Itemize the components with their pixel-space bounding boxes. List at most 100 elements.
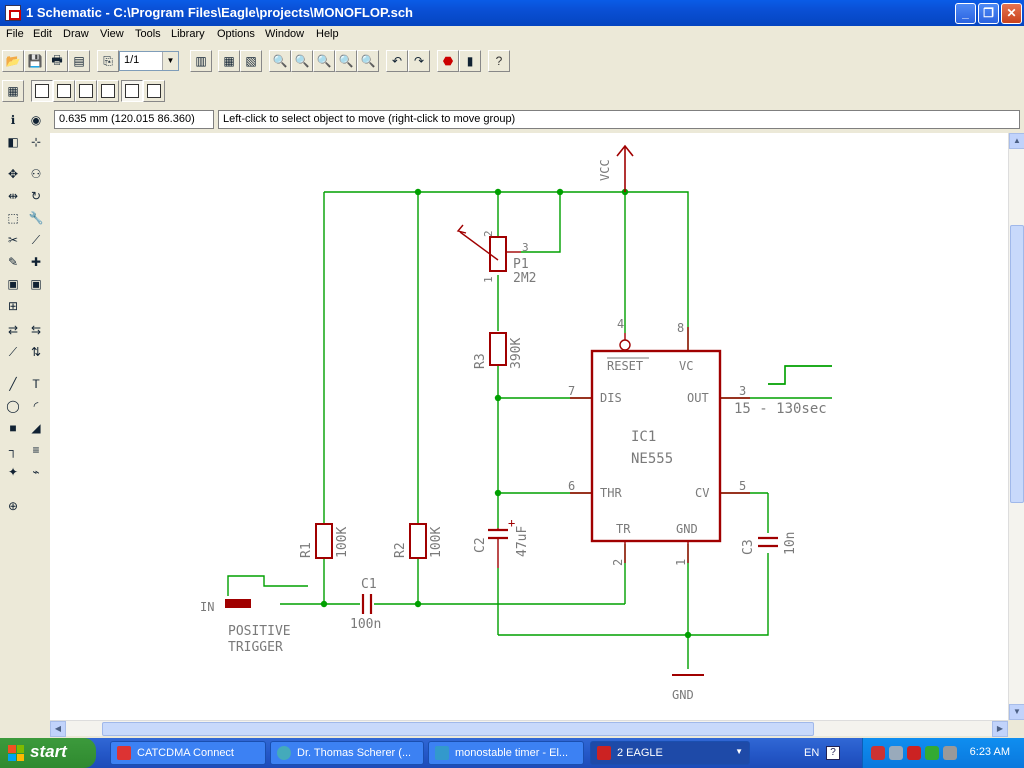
c2-body[interactable]: [488, 528, 508, 540]
layer-icon[interactable]: [121, 80, 143, 102]
update-icon[interactable]: [925, 746, 939, 760]
junction-icon[interactable]: ✦: [7, 465, 19, 479]
scroll-down-icon[interactable]: ▼: [1009, 704, 1024, 720]
r2-body[interactable]: [409, 523, 427, 559]
volume-icon[interactable]: [943, 746, 957, 760]
smash-icon[interactable]: ⊞: [7, 299, 19, 313]
display-icon[interactable]: [889, 746, 903, 760]
vertical-scroll-thumb[interactable]: [1010, 225, 1024, 503]
ulp-icon[interactable]: ▧: [240, 50, 262, 72]
value-icon[interactable]: ▣: [30, 277, 42, 291]
layer-icon[interactable]: [97, 80, 119, 102]
menu-library[interactable]: Library: [171, 28, 205, 40]
pinswap-icon[interactable]: ⇄: [7, 323, 19, 337]
zoom-fit-icon[interactable]: 🔍: [269, 50, 291, 72]
layer-icon[interactable]: [31, 80, 53, 102]
script-icon[interactable]: ▦: [218, 50, 240, 72]
stop-icon[interactable]: ⬣: [437, 50, 459, 72]
net-icon[interactable]: ≡: [32, 443, 40, 457]
gateswap-icon[interactable]: ⇆: [30, 323, 42, 337]
maximize-button[interactable]: ❐: [978, 3, 999, 24]
help-icon[interactable]: ?: [826, 746, 840, 760]
grid-icon[interactable]: ▦: [2, 80, 24, 102]
display-icon[interactable]: ◧: [7, 135, 19, 149]
redo-icon[interactable]: ↷: [408, 50, 430, 72]
save-icon[interactable]: 💾: [24, 50, 46, 72]
rotate-icon[interactable]: ↻: [30, 189, 42, 203]
arc-icon[interactable]: ◜: [33, 399, 39, 413]
open-icon[interactable]: 📂: [2, 50, 24, 72]
move-icon[interactable]: ✥: [7, 167, 19, 181]
board-icon[interactable]: ▥: [190, 50, 212, 72]
sheet-icon[interactable]: ⎘: [97, 50, 119, 72]
p1-body[interactable]: [489, 236, 507, 272]
menu-edit[interactable]: Edit: [33, 28, 52, 40]
zoom-in-icon[interactable]: 🔍: [291, 50, 313, 72]
menu-options[interactable]: Options: [217, 28, 255, 40]
r3-body[interactable]: [489, 332, 507, 366]
c1-body[interactable]: [361, 594, 373, 614]
name-icon[interactable]: ▣: [7, 277, 19, 291]
menu-tools[interactable]: Tools: [135, 28, 161, 40]
layer-icon[interactable]: [53, 80, 75, 102]
eagle-app-icon[interactable]: [5, 5, 21, 21]
task-messenger[interactable]: Dr. Thomas Scherer (...: [270, 741, 424, 765]
scroll-right-icon[interactable]: ▶: [992, 721, 1008, 737]
close-button[interactable]: ✕: [1001, 3, 1022, 24]
ic1-body[interactable]: [590, 349, 722, 543]
horizontal-scrollbar[interactable]: ◀ ▶: [50, 720, 1008, 737]
wire-icon[interactable]: ╱: [9, 377, 17, 391]
menu-file[interactable]: File: [6, 28, 24, 40]
undo-icon[interactable]: ↶: [386, 50, 408, 72]
zoom-out-icon[interactable]: 🔍: [313, 50, 335, 72]
task-eagle[interactable]: 2 EAGLE ▼: [590, 741, 750, 765]
task-browser[interactable]: monostable timer - El...: [428, 741, 584, 765]
r1-body[interactable]: [315, 523, 333, 559]
vcc-symbol[interactable]: [616, 144, 634, 192]
cam-processor-icon[interactable]: ▤: [68, 50, 90, 72]
go-icon[interactable]: ▮: [459, 50, 481, 72]
sheet-select[interactable]: 1/1 ▼: [119, 51, 179, 71]
delete-icon[interactable]: ✎: [7, 255, 19, 269]
zoom-select-icon[interactable]: 🔍: [357, 50, 379, 72]
text-icon[interactable]: T: [32, 377, 40, 391]
scroll-left-icon[interactable]: ◀: [50, 721, 66, 737]
task-catcdma[interactable]: CATCDMA Connect: [110, 741, 266, 765]
scroll-up-icon[interactable]: ▲: [1009, 133, 1024, 149]
circle-icon[interactable]: ◯: [6, 399, 20, 413]
mark-icon[interactable]: ⊹: [30, 135, 42, 149]
c3-body[interactable]: [758, 536, 778, 548]
redraw-icon[interactable]: 🔍: [335, 50, 357, 72]
schematic-canvas[interactable]: VCC GND IN POSITIVE TRIGGER 15 - 130sec …: [50, 133, 1008, 720]
change-icon[interactable]: 🔧: [28, 211, 44, 225]
label-icon[interactable]: ⌁: [32, 465, 40, 479]
rectangle-icon[interactable]: ■: [9, 421, 17, 435]
split-icon[interactable]: ⟋: [8, 344, 18, 359]
security-icon[interactable]: [907, 746, 921, 760]
paste-icon[interactable]: ⟋: [31, 232, 41, 247]
network-icon[interactable]: [871, 746, 885, 760]
copy-icon[interactable]: ⚇: [30, 167, 42, 181]
menu-help[interactable]: Help: [316, 28, 339, 40]
menu-window[interactable]: Window: [265, 28, 305, 40]
horizontal-scroll-thumb[interactable]: [102, 722, 814, 736]
polygon-icon[interactable]: ◢: [31, 421, 41, 435]
in-port[interactable]: [225, 599, 251, 608]
info-icon[interactable]: ℹ: [10, 113, 16, 127]
bus-icon[interactable]: ┐: [8, 443, 18, 457]
print-icon[interactable]: 🖶: [46, 50, 68, 72]
show-icon[interactable]: ◉: [30, 113, 42, 127]
erc-icon[interactable]: ⊕: [7, 499, 19, 513]
vertical-scrollbar[interactable]: ▲ ▼: [1008, 133, 1024, 720]
layer-icon[interactable]: [143, 80, 165, 102]
minimize-button[interactable]: _: [955, 3, 976, 24]
menu-view[interactable]: View: [100, 28, 124, 40]
group-icon[interactable]: ⬚: [7, 211, 19, 225]
help-icon[interactable]: ?: [488, 50, 510, 72]
cut-icon[interactable]: ✂: [7, 233, 19, 247]
menu-draw[interactable]: Draw: [63, 28, 89, 40]
layer-icon[interactable]: [75, 80, 97, 102]
add-icon[interactable]: ✚: [30, 255, 42, 269]
language-indicator[interactable]: EN: [804, 747, 820, 759]
invoke-icon[interactable]: ⇅: [30, 345, 42, 359]
